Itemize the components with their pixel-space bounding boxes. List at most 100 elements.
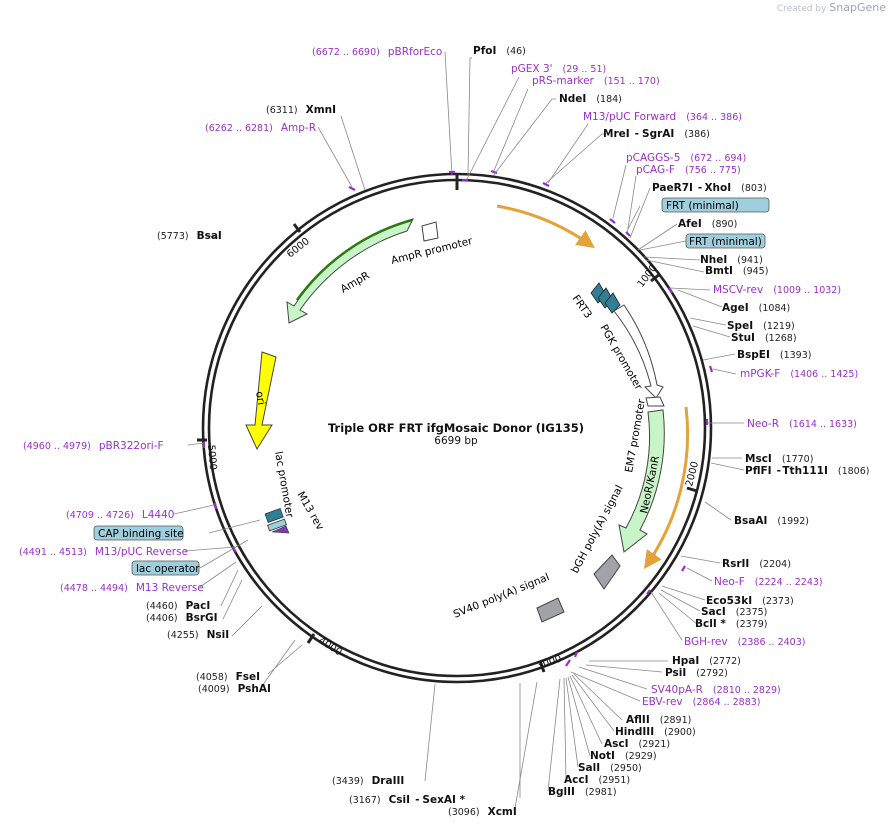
- primer-label-pbr322ori-f: (4960 .. 4979)pBR322ori-F: [23, 440, 164, 452]
- tick-2000: [686, 486, 698, 493]
- enzyme-label-hpai: HpaI(2772): [672, 655, 741, 667]
- ori-label: ori: [253, 390, 267, 406]
- enzyme-label-mrei: MreI-SgrAI(386): [603, 128, 710, 140]
- orf-arrow-right: [643, 406, 690, 569]
- tick-1000: [650, 272, 661, 283]
- enzyme-label-csii: (3167)CsiI-SexAI *: [349, 794, 466, 806]
- enzyme-label-bspei: BspEI(1393): [737, 349, 811, 361]
- enzyme-label-rsrii: RsrII(2204): [722, 558, 791, 570]
- cap-binding-site-label: CAP binding site: [98, 528, 184, 540]
- enzyme-label-hindiii: HindIII(2900): [615, 726, 696, 738]
- primer-label-amp-r: (6262 .. 6281)Amp-R: [205, 122, 316, 134]
- primer-markers: [202, 169, 714, 667]
- ori-feature[interactable]: [245, 351, 277, 451]
- lac-operator-feature[interactable]: [264, 507, 284, 523]
- sv40-polya-label: SV40 poly(A) signal: [452, 571, 552, 621]
- tick-6000: [292, 223, 302, 233]
- ampr-feature[interactable]: [286, 218, 414, 324]
- enzyme-label-bsaai: BsaAI(1992): [734, 515, 809, 527]
- enzyme-label-bsai: (5773)BsaI: [157, 230, 222, 242]
- cap-site-feature[interactable]: [267, 518, 287, 532]
- primer-label-pbrforeco: (6672 .. 6690)pBRforEco: [312, 46, 442, 58]
- frt-minimal-label-2: FRT (minimal): [689, 236, 762, 248]
- lac-operator-box[interactable]: [131, 560, 200, 576]
- enzyme-label-bsrgi: (4406)BsrGI: [146, 612, 218, 624]
- enzyme-label-afei: AfeI(890): [678, 218, 737, 230]
- tick-label-3000: 3000: [536, 654, 564, 672]
- enzyme-label-xmni: (6311)XmnI: [266, 104, 336, 116]
- enzyme-label-stui: StuI(1268): [731, 332, 797, 344]
- primer-label-m13-puc-forward: M13/pUC Forward(364 .. 386): [583, 111, 742, 123]
- enzyme-label-paer7i: PaeR7I-XhoI(803): [652, 182, 767, 194]
- frt3-part-3: [604, 292, 621, 314]
- enzyme-label-asci: AscI(2921): [604, 738, 670, 750]
- frt-minimal-label-1: FRT (minimal): [666, 200, 739, 212]
- m13-rev-feature[interactable]: [271, 525, 290, 534]
- primer-label-ebv-rev: EBV-rev(2864 .. 2883): [642, 696, 761, 708]
- plasmid-title: Triple ORF FRT ifgMosaic Donor (IG135): [328, 421, 584, 435]
- enzyme-label-saci: SacI(2375): [701, 606, 767, 618]
- enzyme-label-nsii: (4255)NsiI: [167, 629, 229, 641]
- leader-lines: [173, 51, 745, 809]
- enzyme-label-xcmi: (3096)XcmI: [448, 806, 517, 818]
- primer-label-pcaggs5: pCAGGS-5(672 .. 694): [626, 152, 746, 164]
- enzyme-label-acci: AccI(2951): [564, 774, 630, 786]
- ampr-label: AmpR: [339, 270, 372, 296]
- primer-label-m13-puc-reverse: (4491 .. 4513)M13/pUC Reverse: [19, 546, 188, 558]
- enzyme-label-msci: MscI(1770): [745, 453, 813, 465]
- cap-binding-site-box[interactable]: [93, 525, 184, 541]
- primer-label-neo-f: Neo-F(2224 .. 2243): [714, 576, 823, 588]
- primer-label-l4440: (4709 .. 4726)L4440: [66, 509, 174, 521]
- sv40-polya-feature[interactable]: [536, 597, 565, 623]
- snapgene-logo: SnapGene: [829, 1, 886, 14]
- primer-label-sv40pa-r: SV40pA-R(2810 .. 2829): [651, 684, 781, 696]
- ruler: 1000 2000 3000 4000 5000 6000: [197, 223, 701, 673]
- enzyme-label-spei: SpeI(1219): [727, 320, 795, 332]
- em7-promoter-label: EM7 promoter: [623, 397, 648, 473]
- frt3-label: FRT3: [570, 293, 595, 321]
- neor-label: NeoR/KanR: [638, 455, 662, 515]
- enzyme-label-psii: PsiI(2792): [665, 667, 728, 679]
- ampr-promoter-feature[interactable]: [421, 221, 439, 242]
- pgk-promoter-feature[interactable]: [613, 304, 664, 399]
- tick-label-4000: 4000: [316, 635, 343, 658]
- enzyme-label-eco53ki: Eco53kI(2373): [706, 595, 794, 607]
- frt-minimal-box-2[interactable]: [685, 233, 766, 249]
- enzyme-label-draiii: (3439)DraIII: [332, 775, 404, 787]
- enzyme-label-fsei: (4058)FseI: [196, 671, 260, 683]
- enzyme-label-pfoi: PfoI(46): [473, 45, 526, 57]
- frt-minimal-box-1[interactable]: [661, 197, 770, 213]
- enzyme-label-paci: (4460)PacI: [146, 600, 210, 612]
- primer-label-bgh-rev: BGH-rev(2386 .. 2403): [684, 636, 805, 648]
- enzyme-label-aflii: AflII(2891): [626, 714, 691, 726]
- enzyme-label-pshai: (4009)PshAI: [198, 683, 271, 695]
- neor-feature[interactable]: [618, 409, 665, 553]
- tick-3000: [538, 660, 546, 673]
- lac-promoter-label: lac promoter: [272, 450, 296, 519]
- enzyme-label-bmti: BmtI(945): [705, 265, 768, 277]
- ampr-orf-arrow: [295, 218, 413, 301]
- primer-label-mpgk-f: mPGK-F(1406 .. 1425): [740, 368, 858, 380]
- m13-rev-label: M13 rev: [294, 490, 326, 533]
- enzyme-label-bcli: BclI *(2379): [695, 618, 767, 630]
- enzyme-label-bglii: BglII(2981): [548, 786, 617, 798]
- watermark: Created by SnapGene: [777, 1, 886, 14]
- lac-operator-label: lac operator: [136, 563, 200, 575]
- enzyme-label-pflfi: PflFI-Tth111I(1806): [745, 465, 869, 477]
- enzyme-labels: PfoI(46) NdeI(184) MreI-SgrAI(386) PaeR7…: [146, 45, 869, 818]
- tick-label-5000: 5000: [205, 444, 218, 470]
- primer-label-mscv-rev: MSCV-rev(1009 .. 1032): [713, 284, 841, 296]
- bgh-polya-feature[interactable]: [593, 554, 621, 590]
- primer-label-pgex3: pGEX 3'(29 .. 51): [511, 63, 606, 75]
- tick-4000: [306, 633, 316, 644]
- enzyme-label-sali: SalI(2950): [578, 762, 642, 774]
- backbone-outer: [201, 172, 713, 684]
- primer-label-m13-reverse: (4478 .. 4494)M13 Reverse: [60, 582, 204, 594]
- primer-label-pcag-f: pCAG-F(756 .. 775): [636, 164, 741, 176]
- em7-promoter-feature[interactable]: [645, 396, 665, 407]
- primer-labels: (6672 .. 6690)pBRforEco pGEX 3'(29 .. 51…: [19, 46, 858, 708]
- enzyme-label-ndei: NdeI(184): [559, 93, 622, 105]
- plasmid-length: 6699 bp: [434, 435, 478, 447]
- watermark-prefix: Created by: [776, 4, 827, 14]
